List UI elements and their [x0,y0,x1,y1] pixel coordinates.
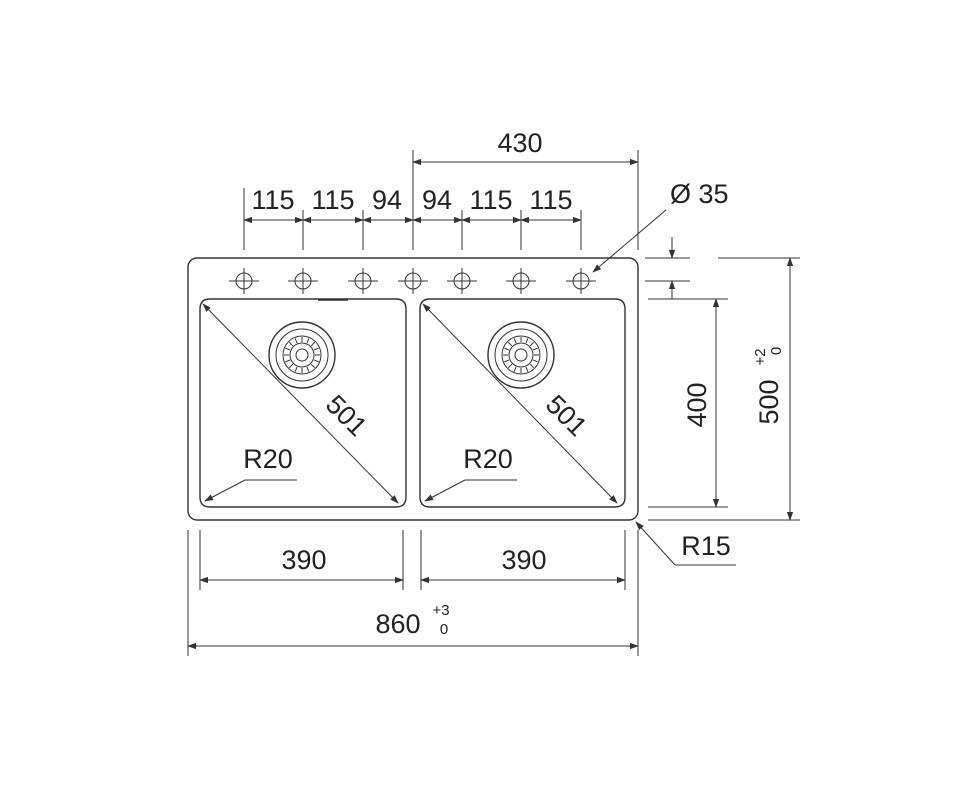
tap-spacing-4: 94 [422,185,452,215]
bowl-diagonal-right-label: 501 [540,389,593,442]
overall-width-dimension: 860 +3 0 [187,530,639,656]
corner-radius-callout: R15 [635,521,736,566]
bowl-depth-label: 400 [682,382,712,427]
overall-width-label: 860 [375,609,420,639]
bowl-left [199,298,407,508]
bowl-diagonal-left: 501 [202,303,399,504]
overall-depth-label: 500 [754,379,784,424]
tap-hole-icon [398,268,428,294]
tap-hole-icon [566,268,596,294]
sink-outline [187,257,639,521]
tap-hole-icon [229,268,259,294]
tap-offset-dimension [645,237,690,299]
tap-spacing-dimension: 115 115 94 94 115 115 [243,150,639,250]
tap-holes [229,268,596,294]
corner-radius-label: R15 [681,531,731,561]
drain-right [487,321,555,389]
bowl-right [419,298,626,508]
overall-width-tol-lower: 0 [440,621,448,638]
tap-spacing-1: 115 [251,185,294,215]
bowl-width-right-label: 390 [501,545,546,575]
tap-hole-diameter-callout: Ø 35 [592,179,729,273]
bowl-width-dimensions: 390 390 [199,530,626,590]
tap-span-label: 430 [497,128,542,158]
tap-spacing-3: 94 [372,185,402,215]
tap-hole-diameter-label: Ø 35 [670,179,729,209]
bowl-diagonal-right: 501 [422,303,618,504]
tap-spacing-6: 115 [529,185,572,215]
bowl-radius-right-label: R20 [463,444,513,474]
bowl-radius-left-label: R20 [243,444,293,474]
overall-depth-tol-lower: 0 [768,347,785,355]
bowl-radius-left-callout: R20 [204,444,297,502]
bowl-radius-right-callout: R20 [424,444,517,502]
tap-hole-icon [288,268,318,294]
tap-hole-icon [447,268,477,294]
tap-span-dimension: 430 [412,128,639,166]
tap-hole-icon [506,268,536,294]
bowl-diagonal-left-label: 501 [320,389,373,442]
tap-spacing-5: 115 [469,185,512,215]
overall-width-tol-upper: +3 [432,602,449,619]
bowl-depth-dimension: 400 [648,298,728,508]
tap-spacing-2: 115 [311,185,354,215]
drain-left [268,321,336,389]
bowl-width-left-label: 390 [281,545,326,575]
overall-depth-dimension: 500 +2 0 [648,257,800,521]
overall-depth-tol-upper: +2 [752,348,769,365]
tap-hole-icon [348,268,378,294]
